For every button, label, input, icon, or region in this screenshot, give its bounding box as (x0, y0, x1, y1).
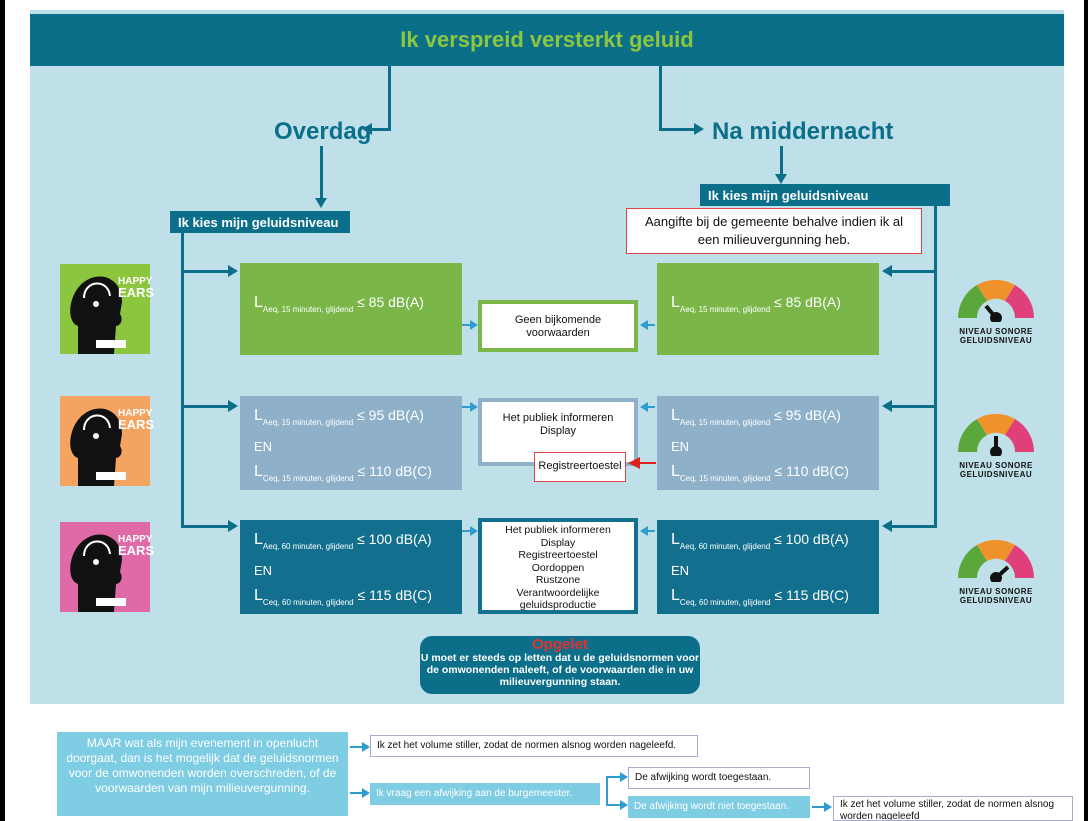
connector-line (892, 525, 937, 528)
arrow-right-icon (228, 400, 238, 412)
level3-night-box: LAeq, 60 minuten, glijdend ≤ 100 dB(A) E… (657, 520, 879, 614)
connector-line (320, 146, 323, 200)
level1-night-box: LAeq, 15 minuten, glijdend ≤ 85 dB(A) (657, 263, 879, 355)
connector-line (388, 66, 391, 130)
connector-line (892, 405, 937, 408)
option-lower-volume: Ik zet het volume stiller, zodat de norm… (370, 735, 698, 757)
connector-line (659, 66, 662, 130)
connector-line (181, 525, 231, 528)
connector-line (934, 206, 937, 527)
connector-line (181, 232, 184, 527)
title-bar (30, 14, 1064, 66)
gauge-icon (957, 539, 1035, 584)
level2-night-extra: Registreertoestel (534, 452, 626, 482)
arrow-right-icon (470, 526, 478, 536)
connector-line (780, 146, 783, 176)
arrow-left-icon (882, 520, 892, 532)
arrow-down-icon (775, 174, 787, 184)
arrow-right-icon (228, 265, 238, 277)
choose-level-night: Ik kies mijn geluidsniveau (700, 184, 950, 206)
arrow-right-icon (620, 800, 628, 810)
level3-conditions: Het publiek informeren Display Registree… (478, 518, 638, 614)
connector-line (606, 776, 620, 778)
exception-granted: De afwijking wordt toegestaan. (628, 767, 810, 789)
arrow-right-icon (362, 788, 370, 798)
connector-line (812, 806, 826, 808)
arrow-left-icon (640, 402, 648, 412)
arrow-left-icon (640, 320, 648, 330)
option-request-exception: Ik vraag een afwijking aan de burgemeest… (370, 783, 600, 805)
level2-day-box: LAeq, 15 minuten, glijdend ≤ 95 dB(A) EN… (240, 396, 462, 490)
warning-title: Opgelet (532, 636, 588, 653)
level3-day-box: LAeq, 60 minuten, glijdend ≤ 100 dB(A) E… (240, 520, 462, 614)
gauge-icon (957, 279, 1035, 324)
arrow-right-icon (620, 772, 628, 782)
connector-line (640, 462, 656, 464)
page-title: Ik verspreid versterkt geluid (400, 27, 694, 52)
arrow-down-icon (315, 198, 327, 208)
arrow-right-icon (470, 320, 478, 330)
head-silhouette-icon (70, 276, 126, 354)
connector-line (606, 804, 620, 806)
final-lower-volume: Ik zet het volume stiller, zodat de norm… (833, 796, 1073, 821)
head-silhouette-icon (70, 534, 126, 612)
connector-line (350, 746, 364, 748)
connector-line (462, 530, 472, 532)
arrow-left-red-icon (628, 457, 640, 469)
arrow-right-icon (228, 520, 238, 532)
connector-line (462, 324, 472, 326)
arrow-left-icon (882, 265, 892, 277)
connector-line (370, 128, 391, 131)
arrow-left-icon (362, 123, 372, 135)
arrow-right-icon (824, 802, 832, 812)
connector-line (659, 128, 697, 131)
night-heading: Na middernacht (712, 118, 894, 145)
arrow-right-icon (470, 402, 478, 412)
connector-line (181, 270, 231, 273)
arrow-right-icon (694, 123, 704, 135)
warning-text: U moet er steeds op letten dat u de gelu… (420, 652, 700, 688)
level2-night-box: LAeq, 15 minuten, glijdend ≤ 95 dB(A) EN… (657, 396, 879, 490)
connector-line (892, 270, 937, 273)
warning-notice: Opgelet U moet er steeds op letten dat u… (420, 636, 700, 694)
level1-day-box: LAeq, 15 minuten, glijdend ≤ 85 dB(A) (240, 263, 462, 355)
connector-line (462, 406, 472, 408)
outdoor-question: MAAR wat als mijn evenement in openlucht… (57, 732, 348, 816)
connector-line (645, 406, 655, 408)
level1-conditions: Geen bijkomende voorwaarden (478, 300, 638, 352)
choose-level-day: Ik kies mijn geluidsniveau (170, 211, 350, 233)
connector-line (645, 324, 655, 326)
arrow-right-icon (362, 742, 370, 752)
connector-line (350, 792, 364, 794)
gauge-icon (957, 413, 1035, 458)
connector-line (181, 405, 231, 408)
exception-not-granted: De afwijking wordt niet toegestaan. (628, 796, 810, 818)
head-silhouette-icon (70, 408, 126, 486)
night-note: Aangifte bij de gemeente behalve indien … (626, 208, 922, 254)
connector-line (606, 776, 608, 806)
day-heading: Overdag (274, 118, 372, 145)
connector-line (645, 530, 655, 532)
arrow-left-icon (640, 526, 648, 536)
arrow-left-icon (882, 400, 892, 412)
